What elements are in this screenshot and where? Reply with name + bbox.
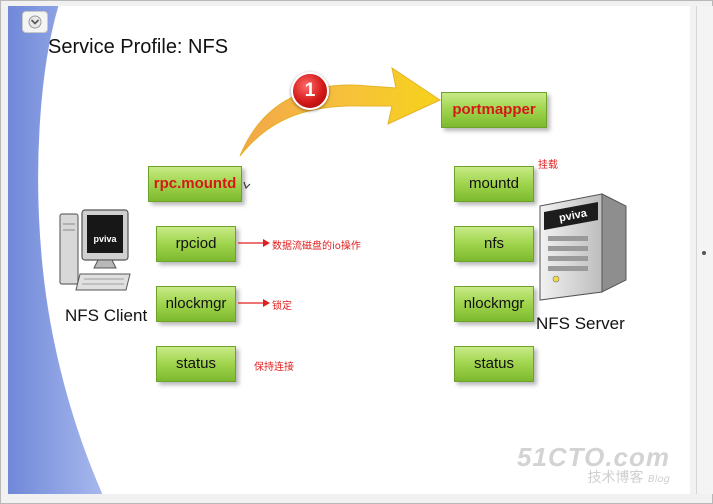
server-service-nfs: nfs [454, 226, 534, 262]
menu-chevron-icon [28, 15, 42, 29]
server-label: NFS Server [536, 314, 625, 333]
slide-title: Service Profile: NFS [48, 36, 229, 58]
scroll-position-marker[interactable] [702, 251, 706, 255]
watermark-blog: Blog [647, 474, 670, 485]
watermark: 51CTO.com 技术博客 Blog [517, 444, 670, 488]
client-service-rpciod: rpciod [156, 226, 236, 262]
client-monitor-text: pviva [93, 234, 117, 244]
server-portmapper: portmapper [441, 92, 547, 128]
server-service-nlockmgr: nlockmgr [454, 286, 534, 322]
server-tower-icon: pviva [539, 193, 627, 301]
client-label: NFS Client [65, 306, 148, 325]
client-service-nlockmgr: nlockmgr [156, 286, 236, 322]
server-service-mountd: mountd [454, 166, 534, 202]
client-service-status: status [156, 346, 236, 382]
watermark-subtitle: 技术博客 [587, 470, 644, 486]
left-swoosh-decoration [8, 6, 106, 494]
server-case-text: pviva [558, 207, 589, 224]
slide-menu-button[interactable] [22, 11, 48, 33]
watermark-logo: 51CTO.com [516, 442, 670, 472]
note-mount: 挂载 [538, 160, 558, 171]
portmapper-arrow [239, 66, 442, 190]
right-scrollbar[interactable] [696, 6, 713, 494]
note-lock: 锁定 [272, 301, 292, 312]
slide: Service Profile: NFS 1 pviva NFS Client … [8, 6, 690, 494]
client-service-rpc-mountd: rpc.mountd [148, 166, 242, 202]
note-arrows [238, 239, 270, 307]
step-one-badge: 1 [291, 72, 329, 110]
server-service-status: status [454, 346, 534, 382]
note-rpciod: 数据流磁盘的io操作 [272, 241, 361, 252]
note-keepalive: 保持连接 [254, 362, 294, 373]
client-computer-icon: pviva [59, 209, 131, 291]
